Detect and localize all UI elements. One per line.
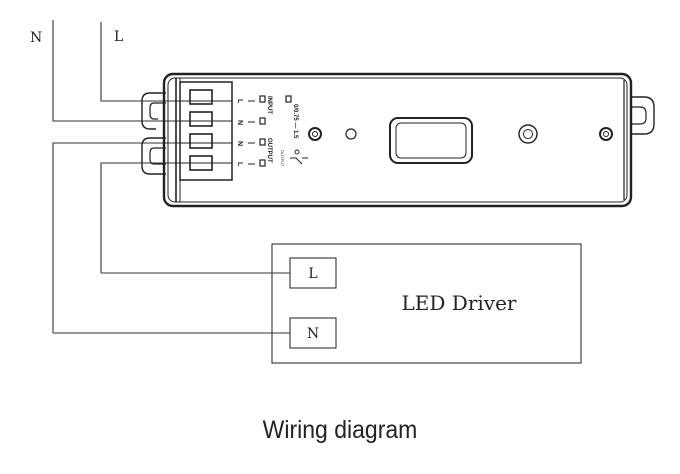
terminal-label: N (236, 120, 243, 125)
terminal-screw (189, 133, 213, 149)
driver-terminal-live-label: L (308, 266, 317, 282)
wire-output-live (100, 162, 186, 273)
terminal-label: L (236, 99, 243, 104)
input-section-label: INPUT (266, 96, 272, 114)
terminal-screw (189, 111, 213, 127)
left-mounting-ear (141, 92, 166, 130)
supply-live-label: L (114, 29, 123, 45)
controller-housing (141, 72, 655, 208)
device-legends: L N N L INPUT OUTPUT 0/0.75 — 1.5 OUTPUT (236, 96, 298, 167)
terminal-label: L (236, 162, 243, 167)
switch-label: OUTPUT (280, 150, 285, 167)
adjust-knob (518, 124, 538, 144)
driver-terminal-live (289, 257, 337, 289)
terminal-block (179, 81, 233, 181)
dim-range-label: 0/0.75 — 1.5 (292, 104, 298, 139)
driver-terminal-neutral-label: N (307, 326, 319, 342)
mounting-screw (599, 127, 613, 141)
right-mounting-ear (630, 96, 655, 135)
switch-symbol (290, 157, 308, 165)
display-window (389, 117, 473, 164)
wires (52, 20, 290, 334)
indicator-led (345, 128, 357, 140)
wire-output-neutral (52, 142, 186, 333)
diagram-caption: Wiring diagram (262, 416, 418, 444)
led-driver-box (271, 243, 582, 364)
mounting-screw (308, 127, 322, 141)
terminal-screw (189, 155, 213, 171)
output-section-label: OUTPUT (266, 138, 272, 163)
driver-terminal-neutral (289, 317, 337, 349)
terminal-label: N (236, 141, 243, 146)
led-driver-title: LED Driver (402, 291, 517, 315)
terminal-arrows (248, 100, 255, 165)
wire-supply-live (100, 22, 186, 102)
terminal-screw (189, 89, 213, 105)
supply-neutral-label: N (30, 30, 42, 46)
